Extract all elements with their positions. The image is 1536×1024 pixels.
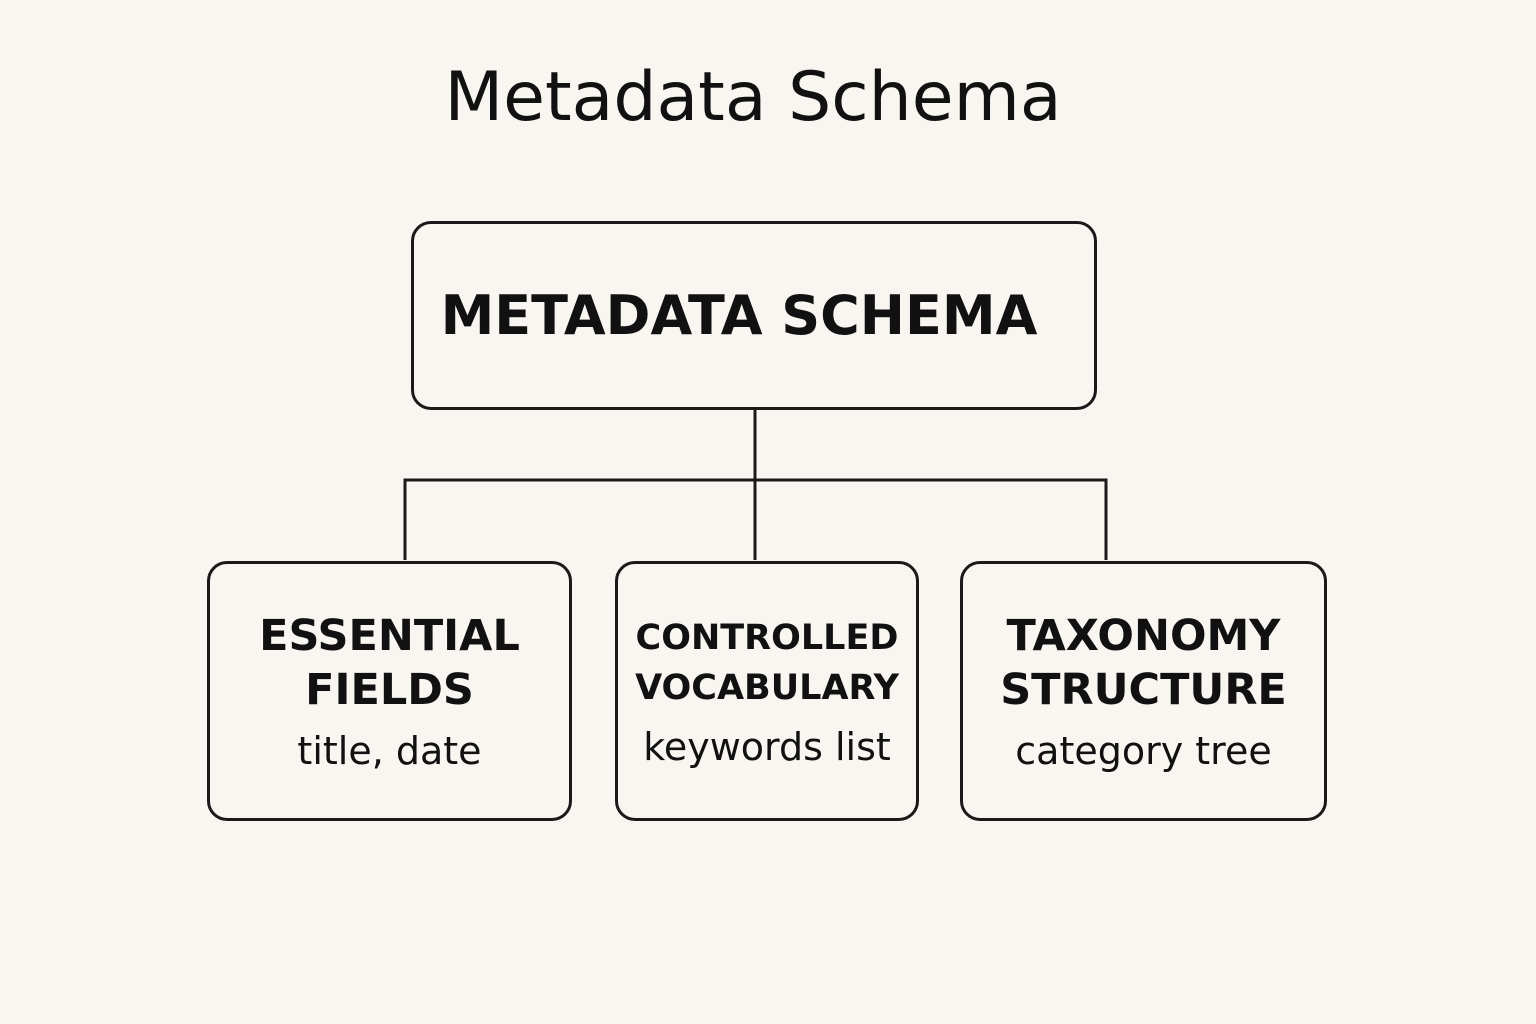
node-heading: TAXONOMY (1006, 611, 1281, 661)
node-taxonomy-structure: TAXONOMY STRUCTURE category tree (960, 561, 1327, 821)
node-heading: CONTROLLED (635, 618, 899, 658)
root-label: METADATA SCHEMA (440, 284, 1038, 347)
node-subtext: category tree (1015, 729, 1272, 773)
node-heading: FIELDS (305, 665, 474, 715)
node-subtext: keywords list (643, 725, 891, 769)
node-heading: ESSENTIAL (259, 611, 520, 661)
node-controlled-vocabulary: CONTROLLED VOCABULARY keywords list (615, 561, 919, 821)
branch-line (403, 478, 1108, 560)
node-subtext: title, date (297, 729, 482, 773)
root-node: METADATA SCHEMA (411, 221, 1097, 410)
node-heading: VOCABULARY (635, 668, 899, 708)
node-heading: STRUCTURE (1000, 665, 1287, 715)
page-title: Metadata Schema (444, 58, 1062, 137)
node-essential-fields: ESSENTIAL FIELDS title, date (207, 561, 572, 821)
